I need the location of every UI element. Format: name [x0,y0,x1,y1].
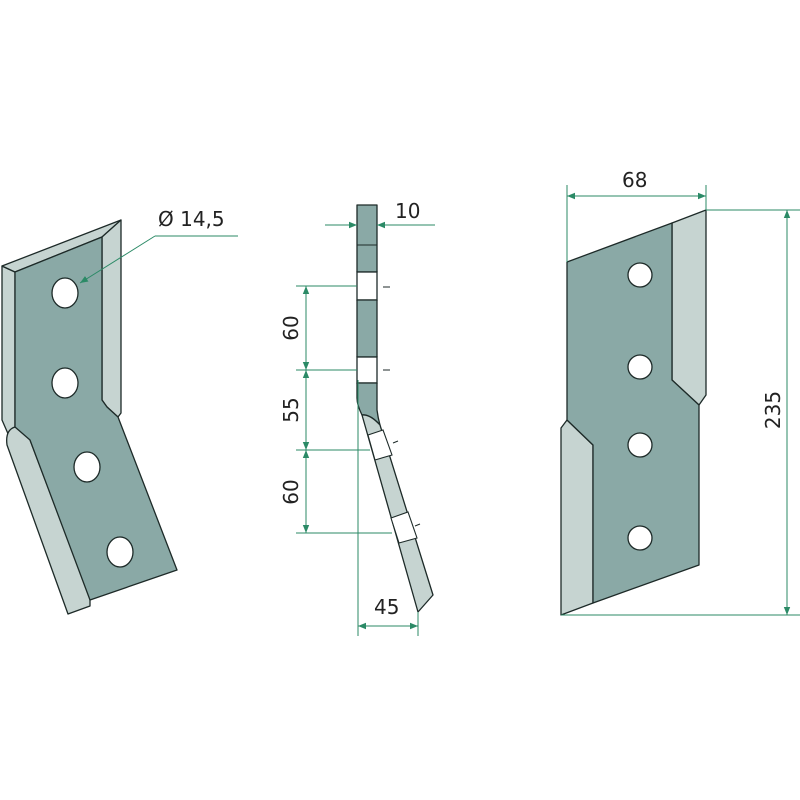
hole-leader-arrow [79,235,156,284]
blade-face [14,236,178,601]
hole-section [390,511,418,544]
spacing-label-2: 55 [279,397,303,422]
side-view: 10 60 55 60 45 [279,199,435,636]
hole [51,367,79,399]
side-upper-segment [356,204,378,273]
hole [627,432,653,458]
right-bevel [671,209,707,406]
hole [627,525,653,551]
upper-right-bevel [101,219,122,418]
hole [627,262,653,288]
spacing-label-3: 60 [279,479,303,504]
hole [51,277,79,309]
hole-section [367,429,393,461]
left-bevel [560,419,594,616]
upper-left-bevel [1,265,16,437]
thickness-label: 10 [395,199,420,223]
side-middle-segment [356,299,378,358]
perspective-view: Ø 14,5 [1,207,238,615]
length-label: 235 [761,391,785,429]
spacing-label-1: 60 [279,315,303,340]
hole-center-ticks [383,286,421,527]
hole [73,451,101,483]
hole [627,354,653,380]
hole-section [356,271,378,301]
hole-diameter-label: Ø 14,5 [158,207,225,231]
front-view: 68 235 [560,168,800,616]
width-label: 68 [622,168,647,192]
hole-section [356,356,378,384]
offset-label: 45 [374,595,399,619]
side-lower-segment [361,414,434,613]
blade-face [566,222,700,604]
hole [106,536,134,568]
